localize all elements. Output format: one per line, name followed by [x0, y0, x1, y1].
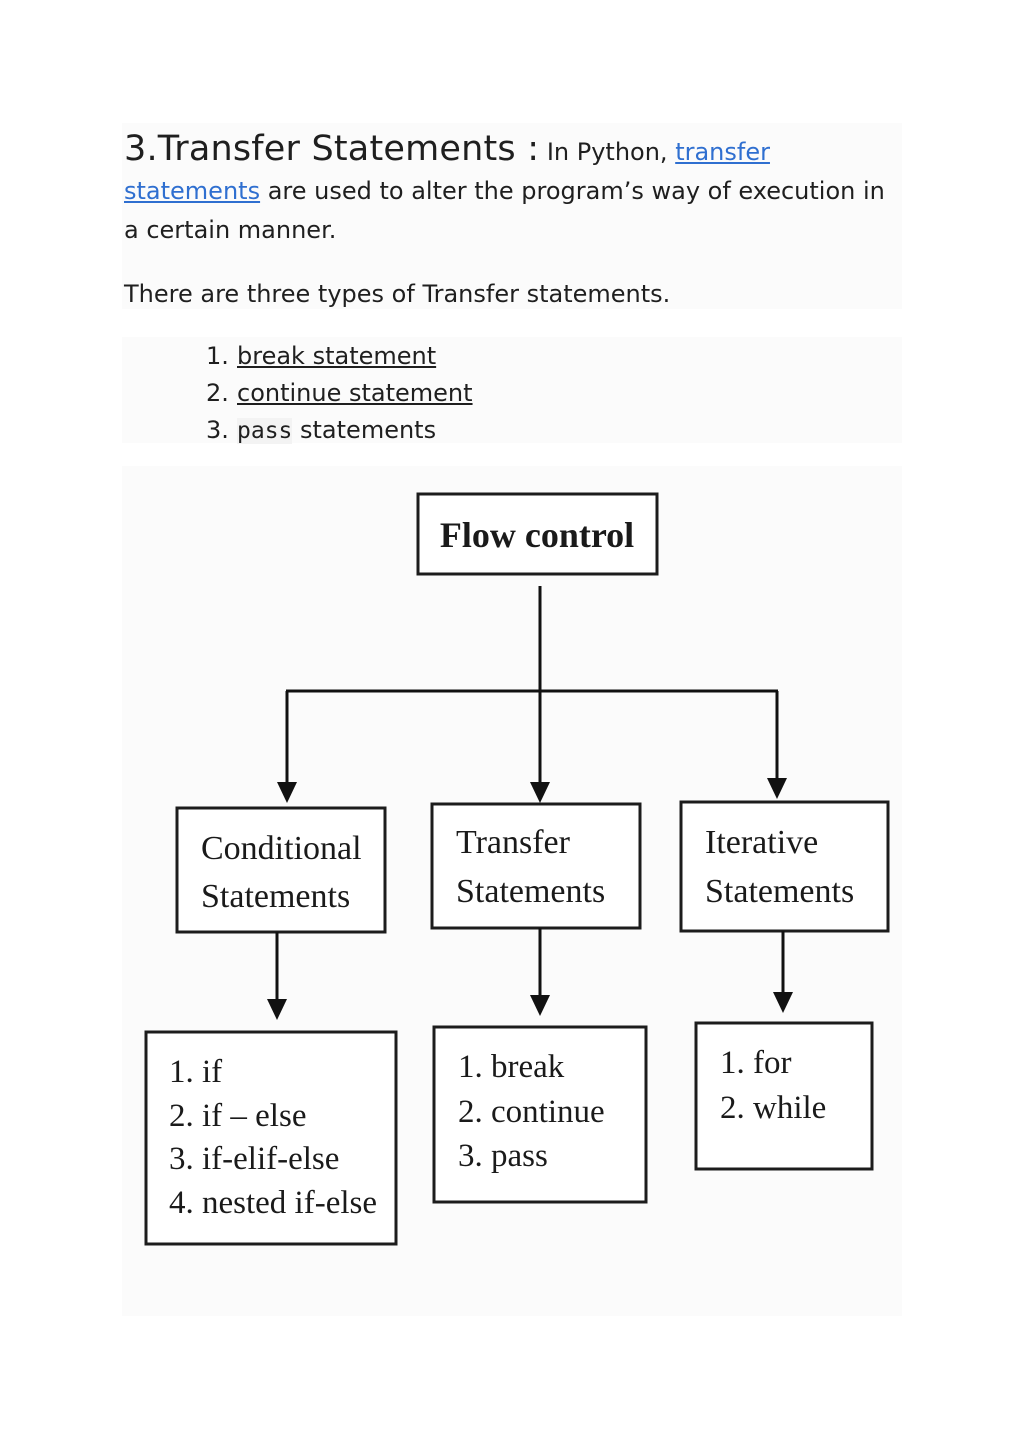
heading-lead-text: In Python, — [539, 138, 676, 166]
transfer-types-list: 1. break statement 2. continue statement 3… — [206, 338, 473, 450]
root-box — [416, 492, 659, 576]
break-statement-link[interactable]: break statement — [237, 342, 437, 370]
category-label: Conditional — [201, 830, 362, 867]
arrow-down-icon — [267, 999, 287, 1020]
intro-background — [122, 123, 902, 309]
item-label: 2. continue — [458, 1094, 605, 1130]
category-label: Statements — [705, 873, 854, 910]
conditional-box — [175, 806, 387, 934]
transfer-box — [430, 802, 642, 930]
list-number: 3. — [206, 416, 229, 444]
item-label: 4. nested if-else — [169, 1185, 377, 1221]
heading-rest-text: are used to alter the program’s way of e… — [124, 177, 885, 244]
arrow-down-icon — [530, 782, 550, 803]
root-label: Flow control — [440, 515, 634, 555]
list-number: 2. — [206, 379, 229, 407]
list-number: 1. — [206, 342, 229, 370]
continue-statement-link[interactable]: continue statement — [237, 379, 473, 407]
item-label: 3. pass — [458, 1138, 548, 1174]
item-label: 1. if — [169, 1054, 222, 1090]
transfer-link[interactable]: transfer — [675, 138, 770, 166]
list-item: 3. pass statements — [206, 412, 473, 450]
iterative-items-box — [694, 1021, 874, 1171]
statements-link[interactable]: statements — [124, 177, 261, 205]
arrow-down-icon — [277, 782, 297, 803]
category-label: Iterative — [705, 824, 818, 861]
list-item: 1. break statement — [206, 338, 473, 375]
arrow-down-icon — [767, 778, 787, 799]
types-paragraph: There are three types of Transfer statem… — [124, 280, 671, 308]
transfer-items-box — [432, 1025, 648, 1204]
section-title: 3.Transfer Statements : — [124, 129, 540, 169]
arrow-down-icon — [773, 992, 793, 1013]
item-label: 3. if-elif-else — [169, 1141, 339, 1177]
category-label: Transfer — [456, 824, 571, 861]
pass-code: pass — [237, 418, 293, 444]
item-label: 2. if – else — [169, 1098, 306, 1134]
conditional-items-box — [144, 1030, 398, 1246]
list-item: 2. continue statement — [206, 375, 473, 412]
section-heading: 3.Transfer Statements : In Python, trans… — [124, 130, 894, 250]
list-text: statements — [292, 416, 437, 444]
iterative-box — [679, 800, 890, 933]
category-label: Statements — [201, 878, 350, 915]
item-label: 1. for — [720, 1045, 791, 1081]
item-label: 2. while — [720, 1090, 826, 1126]
arrow-down-icon — [530, 995, 550, 1016]
category-label: Statements — [456, 873, 605, 910]
item-label: 1. break — [458, 1049, 565, 1085]
flow-control-diagram: Flow control Conditional Statements Tran… — [144, 492, 890, 1246]
